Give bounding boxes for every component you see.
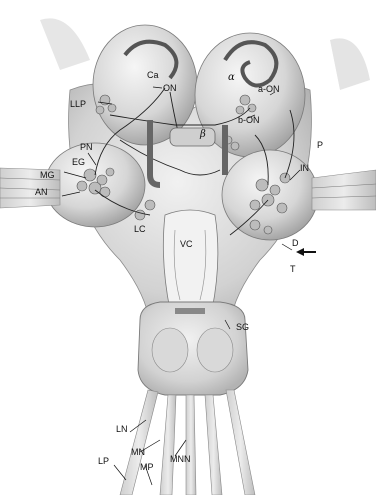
label-mnn: MNN <box>170 454 191 464</box>
ventral-connective <box>163 210 218 310</box>
label-mg: MG <box>40 170 55 180</box>
label-d: D <box>292 238 299 248</box>
beta-lobe <box>170 128 215 146</box>
label-t: T <box>290 264 296 274</box>
label-sg: SG <box>236 322 249 332</box>
sg-junction <box>175 308 205 314</box>
label-on-left: ON <box>163 83 177 93</box>
label-lp: LP <box>98 456 109 466</box>
label-beta: β <box>199 129 206 140</box>
label-a-on: a-ON <box>258 84 280 94</box>
label-ca: Ca <box>147 70 159 80</box>
label-vc: VC <box>180 239 193 249</box>
label-an: AN <box>35 187 48 197</box>
label-mn: MN <box>131 447 145 457</box>
label-mp: MP <box>140 462 154 472</box>
label-alpha: α <box>228 72 235 83</box>
label-ln: LN <box>116 424 128 434</box>
label-llp: LLP <box>70 99 86 109</box>
label-pn: PN <box>80 142 93 152</box>
label-lc: LC <box>134 224 146 234</box>
label-eg: EG <box>72 157 85 167</box>
label-b-on: b-ON <box>238 115 260 125</box>
label-in: IN <box>300 163 309 173</box>
label-p: P <box>317 140 323 150</box>
